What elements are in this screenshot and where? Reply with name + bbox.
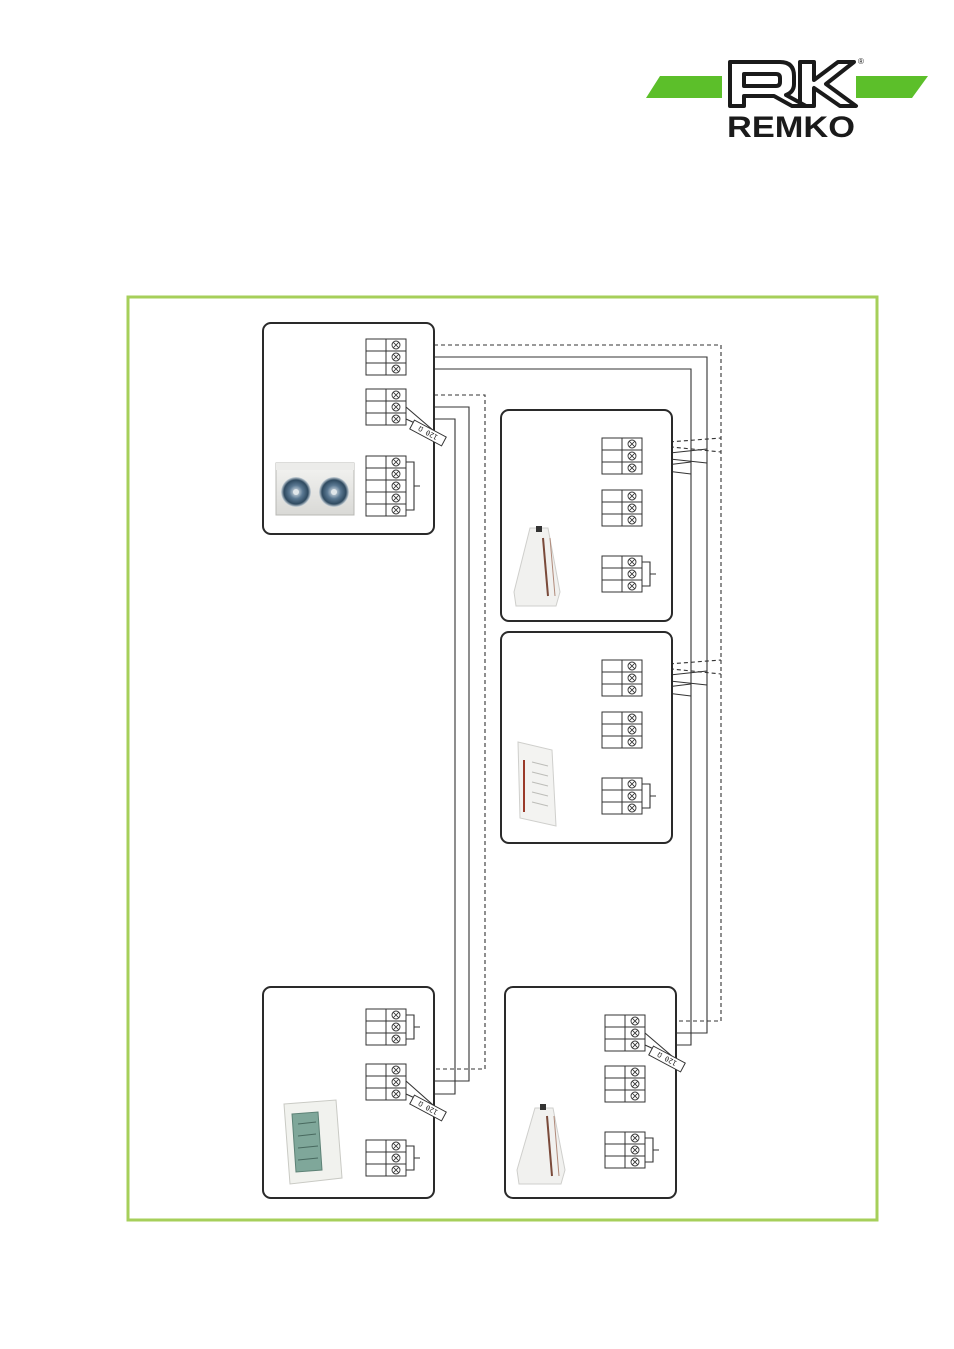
outdoor-unit: 120 Ω bbox=[262, 322, 447, 535]
terminal-screw-cross bbox=[631, 1017, 639, 1025]
terminal-screw-cross bbox=[628, 492, 636, 500]
terminal-screws bbox=[391, 340, 640, 1175]
terminal-screw-cross bbox=[631, 1029, 639, 1037]
terminal-screw-cross bbox=[392, 1142, 400, 1150]
terminal-screw-cross bbox=[392, 482, 400, 490]
remko-logo: ® REMKO bbox=[646, 57, 928, 144]
wire-iu2-t1-dashed bbox=[641, 659, 722, 667]
condenser-unit-image bbox=[275, 462, 355, 516]
terminal-screw-cross bbox=[631, 1092, 639, 1100]
terminal-screw-cross bbox=[392, 1023, 400, 1031]
terminal-screw-cross bbox=[631, 1158, 639, 1166]
terminal-screw-cross bbox=[628, 726, 636, 734]
logo-registered-mark: ® bbox=[858, 57, 864, 66]
wire-outdoor-b1-dashed bbox=[406, 394, 486, 1070]
terminal-screw-cross bbox=[392, 458, 400, 466]
terminal-screw-cross bbox=[628, 674, 636, 682]
diagram-frame bbox=[126, 295, 879, 1222]
terminal-screw-cross bbox=[392, 341, 400, 349]
wire-iu1-t1-dashed bbox=[641, 437, 722, 445]
terminal-screw-cross bbox=[392, 1166, 400, 1174]
terminal-screw-cross bbox=[392, 1035, 400, 1043]
wall-mounted-indoor-unit-image-2 bbox=[516, 1104, 566, 1185]
terminal-screw-cross bbox=[628, 504, 636, 512]
terminal-screw-cross bbox=[392, 365, 400, 373]
wire-iu2-t1-dashed-b bbox=[641, 665, 722, 675]
terminal-screw-cross bbox=[628, 792, 636, 800]
terminal-screw-cross bbox=[628, 686, 636, 694]
terminal-screw-cross bbox=[628, 780, 636, 788]
terminal-screw-cross bbox=[392, 470, 400, 478]
wire-iu1-t1-dashed-b bbox=[641, 443, 722, 453]
logo-rk-mark bbox=[728, 60, 858, 108]
terminal-screw-cross bbox=[392, 1011, 400, 1019]
terminal-screw-cross bbox=[392, 494, 400, 502]
terminal-screw-cross bbox=[392, 1066, 400, 1074]
wall-controller-image bbox=[283, 1099, 343, 1185]
terminal-screw-cross bbox=[392, 1078, 400, 1086]
logo-wordmark: REMKO bbox=[727, 111, 855, 144]
terminal-screw-cross bbox=[628, 440, 636, 448]
terminal-screw-cross bbox=[392, 1154, 400, 1162]
terminal-screw-cross bbox=[628, 570, 636, 578]
terminal-screw-cross bbox=[631, 1041, 639, 1049]
terminal-screw-cross bbox=[392, 403, 400, 411]
terminal-screw-cross bbox=[631, 1146, 639, 1154]
wire-outdoor-b2 bbox=[406, 406, 470, 1082]
terminal-screw-cross bbox=[628, 516, 636, 524]
terminal-screw-cross bbox=[392, 1090, 400, 1098]
terminal-screw-cross bbox=[628, 804, 636, 812]
terminal-screw-cross bbox=[628, 558, 636, 566]
wire-outdoor-t1-dashed bbox=[406, 344, 722, 1022]
terminal-screw-cross bbox=[628, 464, 636, 472]
terminal-screw-cross bbox=[631, 1134, 639, 1142]
terminal-screw-cross bbox=[392, 506, 400, 514]
indoor-unit-2 bbox=[500, 631, 673, 844]
terminal-screw-cross bbox=[628, 662, 636, 670]
cassette-indoor-unit-image bbox=[517, 741, 557, 827]
terminal-screw-cross bbox=[392, 391, 400, 399]
indoor-unit-3: 120 Ω bbox=[504, 986, 686, 1199]
terminal-screw-cross bbox=[631, 1080, 639, 1088]
terminal-screw-cross bbox=[631, 1068, 639, 1076]
terminal-screw-cross bbox=[628, 452, 636, 460]
terminal-screw-cross bbox=[392, 353, 400, 361]
terminal-screw-cross bbox=[628, 714, 636, 722]
wall-mounted-indoor-unit-image bbox=[513, 526, 561, 607]
logo-green-bar-right bbox=[856, 76, 928, 98]
remote-controller: 120 Ω bbox=[262, 986, 447, 1199]
terminal-screw-cross bbox=[628, 582, 636, 590]
terminal-screw-cross bbox=[628, 738, 636, 746]
indoor-unit-1 bbox=[500, 409, 673, 622]
terminal-screw-cross bbox=[392, 415, 400, 423]
logo-green-bar-left bbox=[646, 76, 722, 98]
